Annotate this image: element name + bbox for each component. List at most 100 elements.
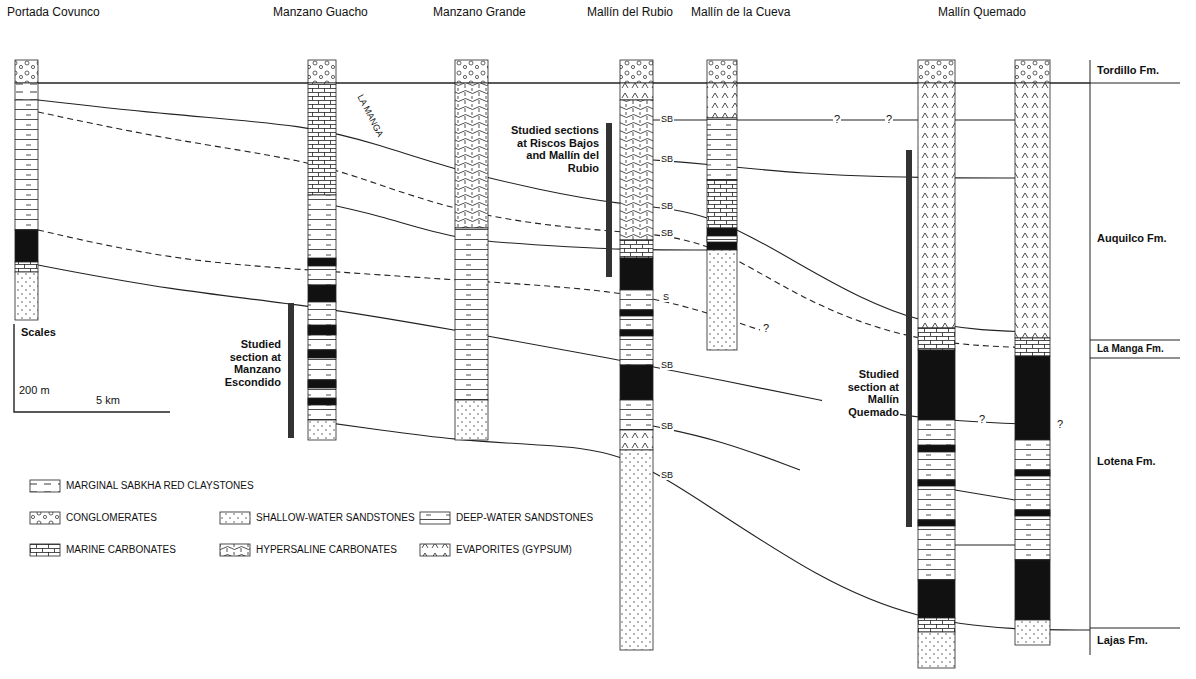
lithology-bed [15, 230, 38, 262]
lithology-bed [15, 100, 38, 230]
uncertain-mark: ? [833, 113, 841, 126]
scale-value: 200 m [18, 384, 51, 397]
column-name: Manzano Grande [432, 6, 527, 20]
lithology-bed [918, 60, 955, 83]
column-name: Mallín de la Cueva [690, 6, 791, 20]
lithology-bed [308, 302, 336, 420]
boundary-mark: SB [660, 360, 674, 370]
lithology-bed [1015, 338, 1050, 356]
uncertain-mark: ? [1056, 418, 1064, 431]
legend-text: CONGLOMERATES [66, 512, 157, 524]
lithology-bed [308, 398, 336, 405]
stratigraphic-column [15, 60, 38, 320]
lithology-bed [620, 400, 653, 430]
boundary-mark: SB [660, 154, 674, 164]
lithology-bed [620, 365, 653, 400]
lithology-bed [1015, 470, 1050, 476]
uncertain-mark: ? [978, 413, 986, 426]
legend-text: HYPERSALINE CARBONATES [256, 544, 397, 556]
boundary-mark: S [662, 292, 670, 302]
lithology-bed [308, 380, 336, 388]
legend-text: MARGINAL SABKHA RED CLAYSTONES [66, 480, 254, 492]
column-name: Portada Covunco [6, 6, 101, 20]
correlation-line [38, 112, 1050, 348]
boundary-mark: SB [660, 201, 674, 211]
lithology-bed [620, 310, 653, 316]
legend-swatch [220, 512, 250, 524]
lithology-bed [1015, 83, 1050, 338]
unit-name: LA MANGA [355, 92, 386, 139]
lithology-bed [1015, 560, 1050, 620]
stratigraphic-column [308, 60, 336, 440]
stratigraphic-column [1015, 60, 1050, 645]
scale-value: 5 km [95, 394, 121, 407]
section-note: Studied section at Manzano Escondido [204, 338, 282, 389]
lithology-bed [620, 450, 653, 650]
stratigraphic-column [707, 60, 737, 350]
lithology-bed [918, 480, 955, 486]
studied-section-bar [606, 123, 612, 277]
lithology-bed [620, 60, 653, 83]
lithology-bed [707, 250, 737, 350]
lithology-bed [15, 262, 38, 272]
boundary-mark: SB [660, 114, 674, 124]
legend-swatch [30, 480, 60, 492]
lithology-bed [1015, 510, 1050, 516]
lithology-bed [620, 330, 653, 336]
lithology-bed [455, 228, 488, 400]
section-note: Studied section at Mallín Quemado [822, 368, 900, 419]
column-name: Manzano Guacho [272, 6, 369, 20]
studied-section-bar [288, 303, 294, 438]
legend-swatch [220, 544, 250, 556]
section-note: Studied sections at Riscos Bajos and Mal… [506, 124, 600, 175]
lithology-bed [620, 100, 653, 240]
correlation-line [653, 426, 800, 470]
lithology-bed [918, 580, 955, 618]
lithology-bed [620, 290, 653, 365]
lithology-bed [308, 83, 336, 195]
lithology-bed [455, 83, 488, 228]
lithology-bed [15, 272, 38, 320]
boundary-mark: SB [660, 228, 674, 238]
lithology-bed [707, 118, 737, 180]
lithology-bed [707, 236, 737, 242]
lithology-bed [455, 60, 488, 83]
column-name: Mallín Quemado [937, 6, 1027, 20]
stratigraphic-column [918, 60, 955, 668]
lithology-bed [918, 520, 955, 526]
lithology-bed [308, 195, 336, 285]
boundary-mark: SB [660, 470, 674, 480]
lithology-bed [1015, 60, 1050, 83]
lithology-bed [308, 350, 336, 358]
correlation-line [38, 265, 1050, 425]
lithology-bed [620, 430, 653, 450]
formation-scale [1090, 60, 1180, 655]
lithology-bed [918, 632, 955, 668]
stratigraphic-column [620, 60, 653, 650]
stratigraphic-column [455, 60, 488, 440]
lithology-bed [308, 258, 336, 266]
legend-text: DEEP-WATER SANDSTONES [456, 512, 593, 524]
lithology-bed [620, 258, 653, 290]
correlation-line [38, 100, 1050, 332]
lithology-bed [707, 180, 737, 228]
correlation-line [955, 490, 1015, 500]
formation-name: Lotena Fm. [1096, 455, 1157, 468]
lithology-bed [15, 60, 38, 83]
lithology-bed [308, 325, 336, 335]
lithology-bed [308, 60, 336, 83]
correlation-line [38, 230, 760, 330]
correlation-line [955, 544, 1015, 545]
legend-text: EVAPORITES (GYPSUM) [456, 544, 572, 556]
lithology-bed [1015, 440, 1050, 560]
lithology-bed [918, 445, 955, 452]
lithology-bed [1015, 356, 1050, 440]
boundary-mark: SB [660, 421, 674, 431]
lithology-bed [918, 328, 955, 350]
lithology-bed [707, 83, 737, 118]
formation-name: Lajas Fm. [1096, 634, 1149, 647]
uncertain-mark: ? [885, 113, 893, 126]
correlation-line [308, 420, 1090, 630]
lithology-bed [918, 350, 955, 420]
